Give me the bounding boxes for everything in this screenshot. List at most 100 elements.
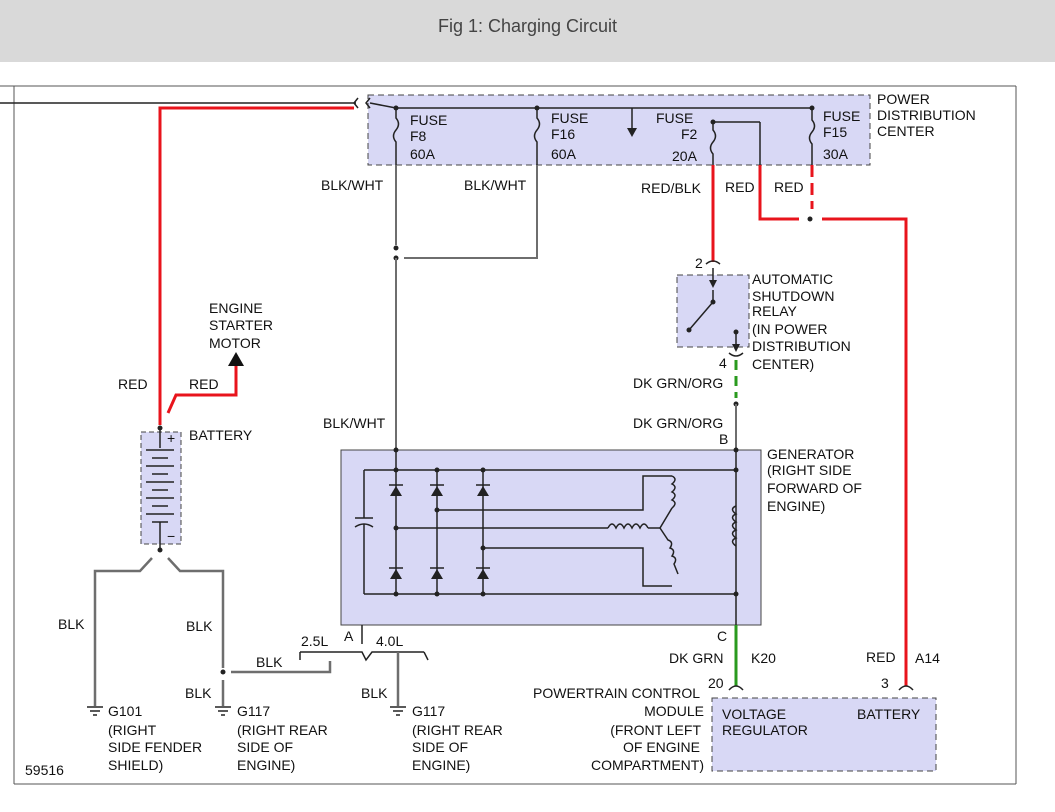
pdc-label-2: DISTRIBUTION [877, 107, 976, 123]
starter-label-2: STARTER [209, 317, 273, 333]
gen-pin-a: A [344, 628, 354, 644]
pcm-voltage-regulator-1: VOLTAGE [722, 706, 786, 722]
blk-wht-wires: BLK/WHT BLK/WHT BLK/WHT [321, 165, 538, 450]
wire-red-label-3: RED [774, 179, 804, 195]
fuse-f16-rating: 60A [551, 146, 577, 162]
starter-label-3: MOTOR [209, 335, 261, 351]
generator-label-1: GENERATOR [767, 446, 854, 462]
wire-blk-label-1: BLK [58, 616, 85, 632]
gen-pin-c: C [717, 628, 727, 644]
wire-blk-wht-label-1: BLK/WHT [321, 177, 384, 193]
relay-label-3: RELAY [752, 303, 798, 319]
pcm-battery-label: BATTERY [857, 706, 921, 722]
a14-label: A14 [915, 650, 940, 666]
g117a-label-1: G117 [237, 703, 270, 719]
pcm-pin-20: 20 [708, 675, 724, 691]
g117a-label-2: (RIGHT REAR [237, 722, 328, 738]
splice-40-label: 4.0L [376, 633, 403, 649]
wire-blk-label-4: BLK [185, 685, 212, 701]
diagram-frame [0, 85, 1017, 785]
relay-pin-4: 4 [719, 355, 727, 371]
g117a-label-4: ENGINE) [237, 757, 295, 773]
wire-dk-grn-label: DK GRN [669, 650, 723, 666]
pcm-voltage-regulator-2: REGULATOR [722, 722, 808, 738]
fuse-f2-id: F2 [681, 126, 698, 142]
g101-label-4: SHIELD) [108, 757, 163, 773]
wire-blk-label-3: BLK [256, 654, 283, 670]
fuse-f15-rating: 30A [823, 146, 849, 162]
g101-label-1: G101 [108, 703, 142, 719]
battery-plus: + [167, 430, 175, 446]
g117b-label-1: G117 [412, 703, 445, 719]
g117b-label-4: ENGINE) [412, 757, 470, 773]
fuse-f2-rating: 20A [672, 148, 698, 164]
generator-label-3: FORWARD OF [767, 480, 862, 496]
starter-label-1: ENGINE [209, 300, 263, 316]
figure-number: 59516 [25, 762, 64, 778]
k20-wire: DK GRN K20 20 [669, 625, 776, 691]
pdc-label-1: POWER [877, 91, 930, 107]
asd-relay: 2 4 AUTOMATIC SHUTDOWN RELAY (IN POWER D… [676, 255, 851, 372]
pcm-label-4: OF ENGINE [623, 739, 700, 755]
relay-label-5: DISTRIBUTION [752, 338, 851, 354]
wire-red-label-5: RED [866, 649, 896, 665]
battery-feed-wires: RED [0, 97, 397, 425]
fuse-f8-id: F8 [410, 128, 427, 144]
wire-red-label-2: RED [725, 179, 755, 195]
figure-title: Fig 1: Charging Circuit [437, 16, 618, 36]
relay-label-1: AUTOMATIC [752, 271, 833, 287]
battery-sense-wire: RED A14 3 [866, 649, 940, 691]
fuse-f8-label: FUSE [410, 112, 447, 128]
relay-label-4: (IN POWER [752, 321, 827, 337]
g117b-label-2: (RIGHT REAR [412, 722, 503, 738]
fuse-f2-label: FUSE [656, 110, 693, 126]
fuse-f8: FUSE F8 60A [392, 105, 447, 165]
gen-pin-b: B [719, 431, 728, 447]
k20-label: K20 [751, 650, 776, 666]
wire-blk-wht-label-2: BLK/WHT [464, 177, 527, 193]
fuse-f2: FUSE F2 20A [656, 110, 761, 165]
battery-ground-wires: BLK BLK BLK BLK [58, 557, 332, 706]
wire-red-starter-label: RED [189, 376, 219, 392]
wire-red-blk-label: RED/BLK [641, 180, 702, 196]
pcm-label-2: MODULE [644, 703, 704, 719]
generator-label-4: ENGINE) [767, 498, 825, 514]
fuse-f16: FUSE F16 60A [533, 105, 588, 165]
pcm-label-3: (FRONT LEFT [610, 722, 701, 738]
relay-pin-2: 2 [695, 255, 703, 271]
field-wire: DK GRN/ORG DK GRN/ORG B [633, 360, 739, 450]
g101-label-2: (RIGHT [108, 722, 157, 738]
relay-label-6: CENTER) [752, 356, 814, 372]
generator-ground-splice: 2.5L 4.0L BLK [299, 625, 429, 706]
battery-minus: − [167, 528, 175, 544]
wire-blk-wht-label-3: BLK/WHT [323, 415, 386, 431]
wire-dk-grn-org-label-2: DK GRN/ORG [633, 415, 723, 431]
wire-dk-grn-org-label-1: DK GRN/ORG [633, 375, 723, 391]
powertrain-control-module: VOLTAGE REGULATOR BATTERY POWERTRAIN CON… [533, 685, 937, 773]
relay-label-2: SHUTDOWN [752, 288, 834, 304]
wire-blk-label-2: BLK [186, 618, 213, 634]
fuse-f15-label: FUSE [823, 108, 860, 124]
fuse-f8-rating: 60A [410, 146, 436, 162]
pcm-label-5: COMPARTMENT) [591, 757, 704, 773]
fuse-f16-label: FUSE [551, 110, 588, 126]
ground-g101: G101 (RIGHT SIDE FENDER SHIELD) [87, 703, 202, 773]
ground-g117-a: G117 (RIGHT REAR SIDE OF ENGINE) [215, 703, 328, 773]
ground-g117-b: G117 (RIGHT REAR SIDE OF ENGINE) [390, 703, 503, 773]
battery-label: BATTERY [189, 427, 253, 443]
fuse-f15-id: F15 [823, 124, 847, 140]
splice-25-label: 2.5L [301, 633, 328, 649]
wire-red-battery-label: RED [118, 376, 148, 392]
engine-starter-motor: ENGINE STARTER MOTOR RED [166, 300, 273, 414]
pdc-label-3: CENTER [877, 123, 935, 139]
generator: GENERATOR (RIGHT SIDE FORWARD OF ENGINE)… [340, 446, 862, 644]
pcm-label-1: POWERTRAIN CONTROL [533, 685, 700, 701]
g101-label-3: SIDE FENDER [108, 739, 202, 755]
title-bar [0, 0, 1055, 62]
battery: + − BATTERY [140, 425, 253, 553]
generator-label-2: (RIGHT SIDE [767, 462, 852, 478]
pcm-pin-3: 3 [881, 675, 889, 691]
relay-feed-wire: RED/BLK RED RED [641, 165, 908, 686]
fuse-f16-id: F16 [551, 126, 575, 142]
